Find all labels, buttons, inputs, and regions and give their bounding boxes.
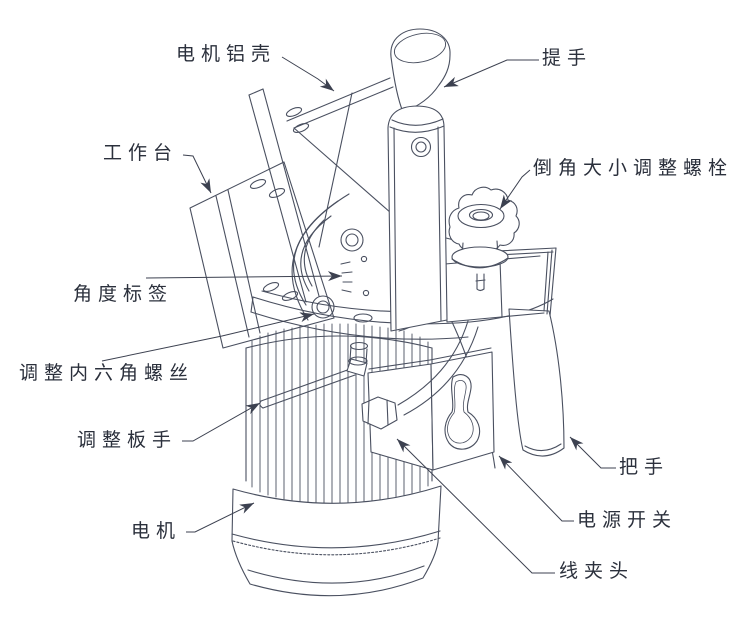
leader-chamfer-bolt [499, 169, 531, 210]
star-knob [448, 186, 520, 292]
leader-carry-handle [443, 59, 539, 88]
leader-worktable [182, 154, 212, 194]
label-power-switch: 电源开关 [577, 510, 678, 531]
leader-hex-screw [101, 312, 315, 362]
leader-cable-clamp [396, 438, 555, 574]
leader-grip-handle [569, 436, 616, 469]
leader-motor-shell [281, 56, 335, 92]
carry-handle-body [390, 28, 451, 113]
label-hex-screw: 调整内六角螺丝 [19, 363, 195, 384]
adjust-wrench-rod [259, 341, 369, 409]
label-grip-handle: 把手 [619, 457, 670, 478]
angle-scale-arc [291, 193, 370, 321]
label-angle-scale: 角度标签 [73, 284, 174, 305]
cable-gland [361, 396, 398, 430]
label-motor: 电机 [131, 521, 182, 542]
leader-motor [186, 502, 255, 533]
center-column [387, 105, 448, 332]
grip-handle-body [508, 308, 565, 457]
leader-lines [101, 56, 616, 574]
leader-angle-scale [145, 271, 343, 282]
label-adjust-wrench: 调整板手 [77, 430, 178, 451]
switch-box [367, 347, 495, 471]
power-cable [397, 320, 479, 416]
label-chamfer-bolt: 倒角大小调整螺栓 [533, 158, 734, 179]
leader-power-switch [498, 455, 574, 522]
leader-adjust-wrench [182, 402, 261, 442]
label-cable-clamp: 线夹头 [559, 561, 635, 582]
motor-bell-housing [231, 485, 442, 597]
label-worktable: 工作台 [103, 143, 179, 164]
label-motor-shell: 电机铝壳 [176, 44, 277, 65]
label-carry-handle: 提手 [542, 48, 593, 69]
